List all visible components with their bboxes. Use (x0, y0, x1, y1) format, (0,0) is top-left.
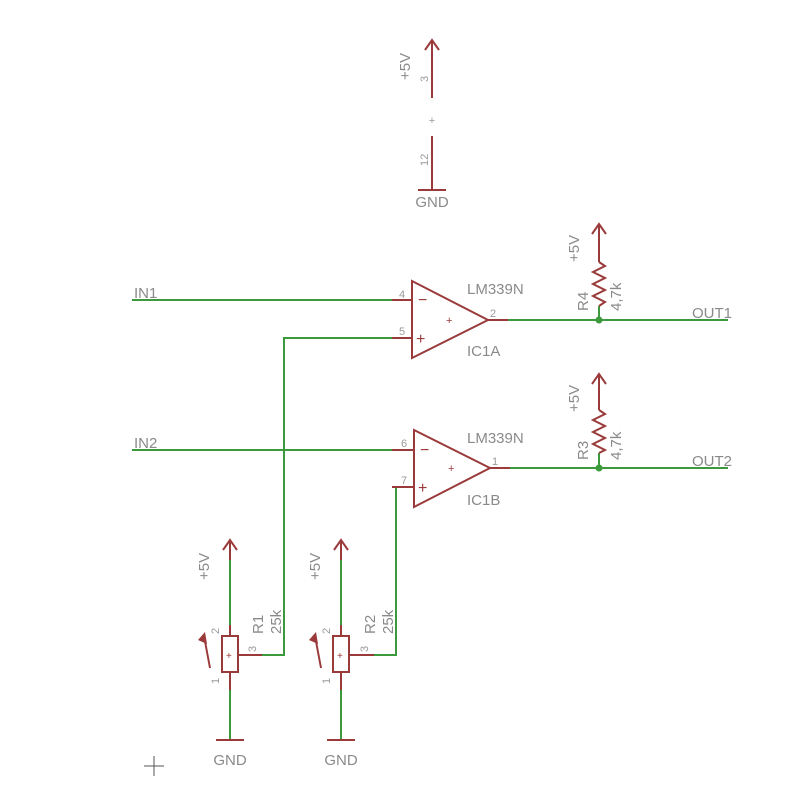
r2-pin-2: 2 (321, 628, 333, 634)
r1-gnd-label: GND (213, 752, 247, 769)
supply-vcc-label: +5V (397, 53, 414, 80)
ic1b-name-label: IC1B (467, 492, 500, 509)
ic1b-pin-1: 1 (492, 456, 498, 468)
junction-out1 (595, 316, 603, 324)
r4-name-label: R4 (575, 292, 592, 311)
r1-pin-2: 2 (210, 628, 222, 634)
origin-crosshair-icon (144, 756, 164, 776)
supply-block: + +5V 3 12 GND (397, 38, 449, 211)
ic1b-center-plus: + (448, 463, 454, 475)
r3-value-label: 4,7k (608, 431, 625, 460)
ic1b-pin-6: 6 (401, 438, 407, 450)
r2-name-label: R2 (362, 615, 379, 634)
ic1a-name-label: IC1A (467, 343, 500, 360)
comparator-ic1a[interactable]: 4 5 2 − + + LM339N IC1A (392, 279, 524, 360)
r1-adjust-arrow-icon (198, 632, 207, 644)
r1-supply-label: +5V (196, 553, 213, 580)
r4-zigzag-icon (590, 261, 608, 307)
ic1a-pin-4: 4 (399, 289, 405, 301)
ic1b-minus-sign: − (420, 442, 429, 459)
resistor-r3[interactable]: +5V R3 4,7k (566, 372, 625, 460)
net-label-in1: IN1 (134, 285, 157, 302)
ic1b-triangle-icon (413, 428, 493, 509)
r4-supply-arrow-icon (591, 222, 607, 235)
r1-value-label: 25k (268, 609, 285, 634)
ic1a-plus-sign: + (416, 331, 425, 348)
resistor-r4[interactable]: +5V R4 4,7k (566, 222, 625, 311)
net-label-out2: OUT2 (692, 453, 732, 470)
r2-center-plus: + (337, 651, 343, 662)
r1-pin-3: 3 (247, 646, 259, 652)
net-label-in2: IN2 (134, 435, 157, 452)
net-label-out1: OUT1 (692, 305, 732, 322)
potentiometer-r2[interactable]: + GND +5V 2 1 3 R2 25k (307, 538, 397, 769)
supply-arrow-icon (424, 38, 440, 51)
wire-r1-wiper (262, 337, 392, 656)
ic1a-triangle-icon (411, 279, 491, 360)
ic1b-plus-sign: + (418, 480, 427, 497)
r1-pin-1: 1 (210, 678, 222, 684)
potentiometer-r1[interactable]: + GND +5V 2 1 3 R1 25k (196, 538, 285, 769)
r2-pin-1: 1 (321, 678, 333, 684)
r2-value-label: 25k (380, 609, 397, 634)
r1-center-plus: + (226, 651, 232, 662)
r3-zigzag-icon (590, 409, 608, 454)
ic1a-part-label: LM339N (467, 281, 524, 298)
r3-supply-arrow-icon (591, 372, 607, 385)
ic1b-part-label: LM339N (467, 430, 524, 447)
r2-adjust-arrow-icon (309, 632, 318, 644)
r4-value-label: 4,7k (608, 282, 625, 311)
r2-supply-arrow-icon (333, 538, 349, 551)
ic1a-center-plus: + (446, 315, 452, 327)
supply-plus-sign: + (429, 115, 435, 127)
r2-pin-3: 3 (359, 646, 371, 652)
r2-gnd-label: GND (324, 752, 358, 769)
r1-supply-arrow-icon (222, 538, 238, 551)
r3-supply-label: +5V (566, 385, 583, 412)
supply-pin-3: 3 (419, 76, 431, 82)
ic1b-pin-7: 7 (401, 475, 407, 487)
wire-net (132, 299, 728, 740)
ic1a-minus-sign: − (418, 292, 427, 309)
ic1a-pin-5: 5 (399, 326, 405, 338)
r2-supply-label: +5V (307, 553, 324, 580)
r1-name-label: R1 (250, 615, 267, 634)
comparator-ic1b[interactable]: 6 7 1 − + + LM339N IC1B (392, 428, 524, 509)
ic1a-pin-2: 2 (490, 308, 496, 320)
supply-pin-12: 12 (419, 154, 431, 166)
junction-out2 (595, 464, 603, 472)
supply-gnd-label: GND (415, 194, 449, 211)
r4-supply-label: +5V (566, 235, 583, 262)
r3-name-label: R3 (575, 441, 592, 460)
